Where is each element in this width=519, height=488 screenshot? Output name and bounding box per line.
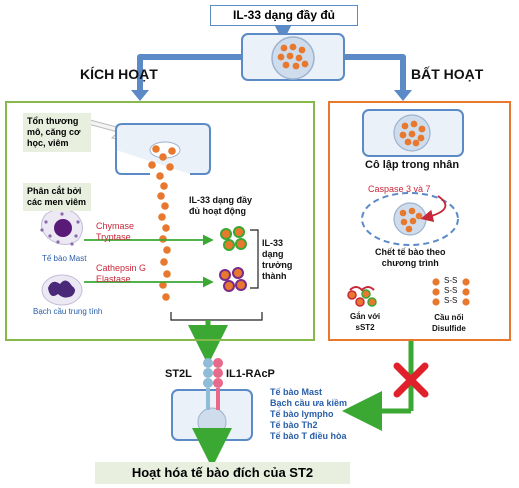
disulfide-dots <box>432 278 470 306</box>
arrow-to-inactivate <box>344 54 406 92</box>
st2l-receptor <box>203 358 213 410</box>
caspase-arrow <box>420 195 447 223</box>
top-il33-dots <box>277 43 309 70</box>
sst2-bound-icon <box>347 286 377 307</box>
converge-bracket <box>170 312 263 321</box>
st2l-label: ST2L <box>165 368 192 380</box>
inactivate-heading: BẤT HOẠT <box>411 66 484 82</box>
caspase-label: Caspase 3 và 7 <box>368 184 431 194</box>
apoptotic-cell <box>361 192 459 246</box>
mast-cell-icon <box>40 208 83 246</box>
mature-bracket <box>250 229 259 289</box>
il1racp-receptor <box>213 358 223 410</box>
neutrophil-label: Bạch cầu trung tính <box>33 307 103 316</box>
activate-heading: KÍCH HOẠT <box>80 66 158 82</box>
il1racp-label: IL1-RAcP <box>226 368 275 380</box>
activation-panel <box>5 101 315 341</box>
mature-il33-green <box>220 226 247 251</box>
mature-il33-purple <box>219 267 247 292</box>
sequestered-dots <box>399 120 426 147</box>
il33-full-title: IL-33 dạng đầy đủ <box>210 5 358 26</box>
block-x-icon <box>393 362 429 398</box>
released-il33-dots <box>148 145 176 301</box>
neutrophil-icon <box>41 274 83 306</box>
mast-cell-label: Tế bào Mast <box>42 254 87 263</box>
arrow-to-activate <box>137 54 242 92</box>
inactivation-panel <box>328 101 511 341</box>
final-outcome: Hoạt hóa tế bào đích của ST2 <box>95 462 350 484</box>
sequestered-label: Cô lập trong nhân <box>365 159 460 171</box>
